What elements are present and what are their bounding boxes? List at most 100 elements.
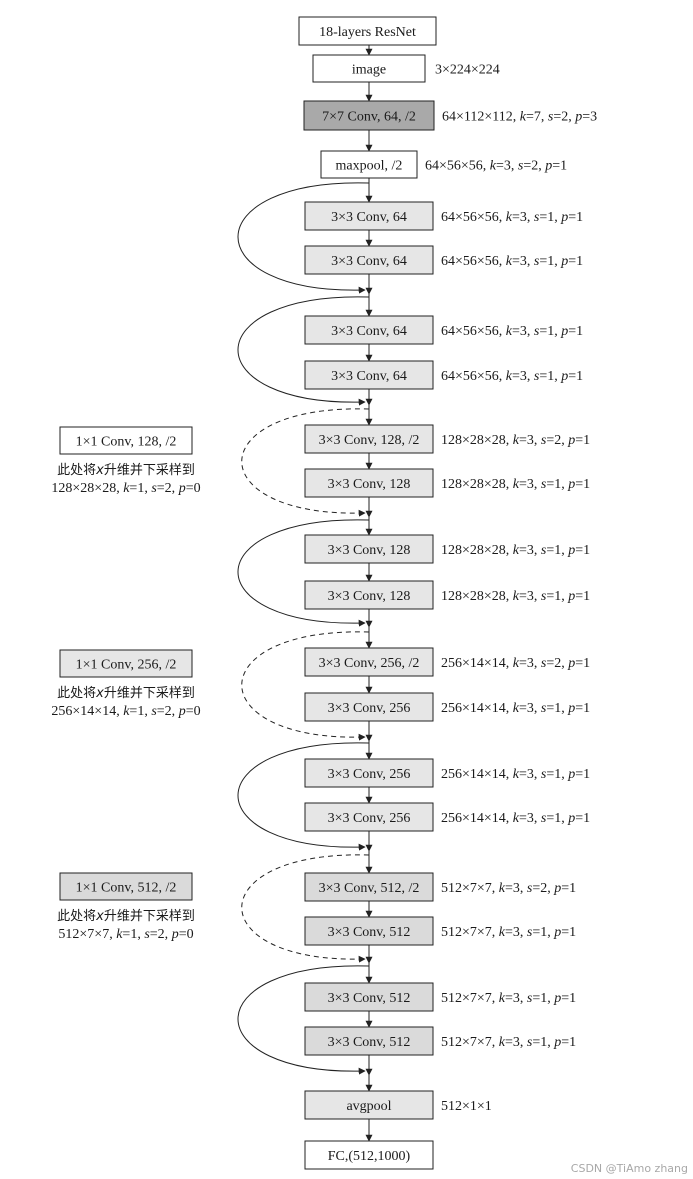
layer-label: 3×3 Conv, 64 — [331, 210, 407, 225]
layer-maxpool: maxpool, /2 64×56×56, k=3, s=2, p=1 — [320, 150, 567, 179]
layer-annotation: 512×7×7, k=3, s=2, p=1 — [441, 881, 576, 896]
layer-conv2_1a: 3×3 Conv, 64 64×56×56, k=3, s=1, p=1 — [304, 201, 583, 231]
projection-label: 1×1 Conv, 512, /2 — [76, 881, 177, 896]
shortcut-stage3-block1 — [241, 408, 370, 517]
layer-label: 3×3 Conv, 256 — [328, 811, 411, 826]
projection-note-line1: 此处将x升维并下采样到 — [57, 909, 195, 924]
layer-label: image — [352, 63, 386, 78]
layer-label: 3×3 Conv, 256, /2 — [319, 656, 420, 671]
layer-box — [304, 580, 434, 610]
layer-annotation: 128×28×28, k=3, s=2, p=1 — [441, 433, 590, 448]
watermark: CSDN @TiAmo zhang — [571, 1162, 688, 1175]
layer-conv2_1b: 3×3 Conv, 64 64×56×56, k=3, s=1, p=1 — [304, 245, 583, 275]
layer-conv4_2b: 3×3 Conv, 256 256×14×14, k=3, s=1, p=1 — [304, 802, 590, 832]
layer-box — [304, 872, 434, 902]
projection-label: 1×1 Conv, 256, /2 — [76, 658, 177, 673]
layer-annotation: 128×28×28, k=3, s=1, p=1 — [441, 477, 590, 492]
layer-label: 3×3 Conv, 256 — [328, 767, 411, 782]
layer-annotation: 64×56×56, k=3, s=1, p=1 — [441, 369, 583, 384]
layer-annotation: 128×28×28, k=3, s=1, p=1 — [441, 543, 590, 558]
layer-conv2_2a: 3×3 Conv, 64 64×56×56, k=3, s=1, p=1 — [304, 315, 583, 345]
projection-note-line2: 512×7×7, k=1, s=2, p=0 — [58, 927, 193, 942]
layer-label: 3×3 Conv, 64 — [331, 324, 407, 339]
layer-box — [304, 315, 434, 345]
layer-label: 3×3 Conv, 256 — [328, 701, 411, 716]
layer-annotation: 256×14×14, k=3, s=2, p=1 — [441, 656, 590, 671]
diagram-title: 18-layers ResNet — [319, 25, 416, 40]
layer-box — [304, 1026, 434, 1056]
layer-label: 3×3 Conv, 512, /2 — [319, 881, 420, 896]
layer-box — [304, 534, 434, 564]
layer-label: 3×3 Conv, 128 — [328, 589, 411, 604]
layer-box — [304, 802, 434, 832]
projection-box — [59, 426, 193, 455]
layer-annotation: 64×56×56, k=3, s=1, p=1 — [441, 254, 583, 269]
projection-note-line2: 256×14×14, k=1, s=2, p=0 — [51, 704, 200, 719]
projection-note-line1: 此处将x升维并下采样到 — [57, 463, 195, 478]
layer-label: 3×3 Conv, 512 — [328, 1035, 411, 1050]
layer-box — [312, 54, 426, 83]
projection-note-line2: 128×28×28, k=1, s=2, p=0 — [51, 481, 200, 496]
layer-label: 7×7 Conv, 64, /2 — [322, 110, 416, 125]
shortcut-connections — [237, 182, 370, 1075]
layer-label: 3×3 Conv, 512 — [328, 925, 411, 940]
layer-annotation: 256×14×14, k=3, s=1, p=1 — [441, 811, 590, 826]
layer-box — [304, 424, 434, 454]
layer-annotation: 512×7×7, k=3, s=1, p=1 — [441, 1035, 576, 1050]
shortcut-stage5-block2 — [237, 965, 370, 1075]
layer-box — [304, 647, 434, 677]
shortcut-stage4-block1 — [241, 631, 370, 741]
layer-box — [304, 916, 434, 946]
layer-conv5_2a: 3×3 Conv, 512 512×7×7, k=3, s=1, p=1 — [304, 982, 576, 1012]
layer-label: FC,(512,1000) — [328, 1149, 411, 1164]
layer-annotation: 64×56×56, k=3, s=1, p=1 — [441, 210, 583, 225]
layer-conv5_1a: 3×3 Conv, 512, /2 512×7×7, k=3, s=2, p=1 — [304, 872, 576, 902]
layer-fc: FC,(512,1000) — [304, 1140, 434, 1170]
layer-box — [304, 245, 434, 275]
layer-box — [304, 1140, 434, 1170]
shortcut-stage2-block2 — [237, 296, 370, 406]
layer-conv3_2a: 3×3 Conv, 128 128×28×28, k=3, s=1, p=1 — [304, 534, 590, 564]
layer-boxes: image 3×224×224 7×7 Conv, 64, /2 64×112×112… — [303, 54, 597, 1170]
layer-box — [304, 692, 434, 722]
projection-note-stage4-block1: 1×1 Conv, 256, /2 此处将x升维并下采样到 256×14×14, k… — [51, 649, 201, 719]
layer-annotation: 512×7×7, k=3, s=1, p=1 — [441, 925, 576, 940]
layer-conv2_2b: 3×3 Conv, 64 64×56×56, k=3, s=1, p=1 — [304, 360, 583, 390]
shortcut-stage3-block2 — [237, 519, 370, 627]
layer-conv5_2b: 3×3 Conv, 512 512×7×7, k=3, s=1, p=1 — [304, 1026, 576, 1056]
shortcut-stage2-block1 — [237, 182, 370, 294]
layer-label: 3×3 Conv, 512 — [328, 991, 411, 1006]
layer-label: 3×3 Conv, 128, /2 — [319, 433, 420, 448]
layer-annotation: 64×56×56, k=3, s=2, p=1 — [425, 159, 567, 174]
layer-conv3_1b: 3×3 Conv, 128 128×28×28, k=3, s=1, p=1 — [304, 468, 590, 498]
shortcut-stage5-block1 — [241, 854, 370, 963]
layer-annotation: 3×224×224 — [435, 63, 500, 78]
layer-conv1: 7×7 Conv, 64, /2 64×112×112, k=7, s=2, p=… — [303, 100, 597, 131]
layer-box — [320, 150, 418, 179]
layer-label: 3×3 Conv, 128 — [328, 543, 411, 558]
projection-note-stage5-block1: 1×1 Conv, 512, /2 此处将x升维并下采样到 512×7×7, k=1… — [57, 872, 195, 942]
layer-label: 3×3 Conv, 64 — [331, 254, 407, 269]
layer-conv4_1a: 3×3 Conv, 256, /2 256×14×14, k=3, s=2, p=… — [304, 647, 590, 677]
projection-box — [59, 649, 193, 678]
layer-label: maxpool, /2 — [336, 159, 403, 174]
shortcut-stage4-block2 — [237, 742, 370, 851]
layer-label: 3×3 Conv, 128 — [328, 477, 411, 492]
layer-annotation: 512×1×1 — [441, 1099, 492, 1114]
layer-box — [304, 758, 434, 788]
projection-box — [59, 872, 193, 901]
layer-box — [304, 468, 434, 498]
layer-annotation: 512×7×7, k=3, s=1, p=1 — [441, 991, 576, 1006]
layer-box — [304, 1090, 434, 1120]
layer-annotation: 64×112×112, k=7, s=2, p=3 — [442, 110, 597, 125]
layer-label: 3×3 Conv, 64 — [331, 369, 407, 384]
layer-conv5_1b: 3×3 Conv, 512 512×7×7, k=3, s=1, p=1 — [304, 916, 576, 946]
projection-note-line1: 此处将x升维并下采样到 — [57, 686, 195, 701]
layer-annotation: 64×56×56, k=3, s=1, p=1 — [441, 324, 583, 339]
layer-annotation: 128×28×28, k=3, s=1, p=1 — [441, 589, 590, 604]
